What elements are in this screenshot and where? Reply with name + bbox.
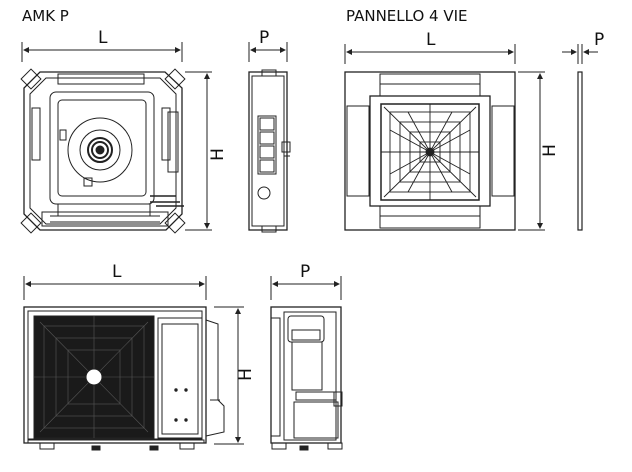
indoor-unit-front-view: [20, 42, 212, 234]
outdoor-unit-front-view: [23, 276, 244, 451]
outdoor-width-label: L: [112, 262, 122, 282]
panel-front-view: [344, 44, 545, 231]
indoor-unit-title: AMK P: [22, 7, 69, 25]
outdoor-depth-label: P: [300, 262, 311, 282]
indoor-unit-side-view: [248, 42, 291, 233]
panel-depth-label: P: [594, 30, 605, 50]
indoor-depth-label: P: [259, 28, 270, 48]
panel-side-view: [562, 44, 598, 231]
panel-width-label: L: [426, 30, 436, 50]
indoor-width-label: L: [98, 28, 108, 48]
panel-title: PANNELLO 4 VIE: [346, 7, 468, 25]
outdoor-unit-side-view: [270, 276, 343, 451]
